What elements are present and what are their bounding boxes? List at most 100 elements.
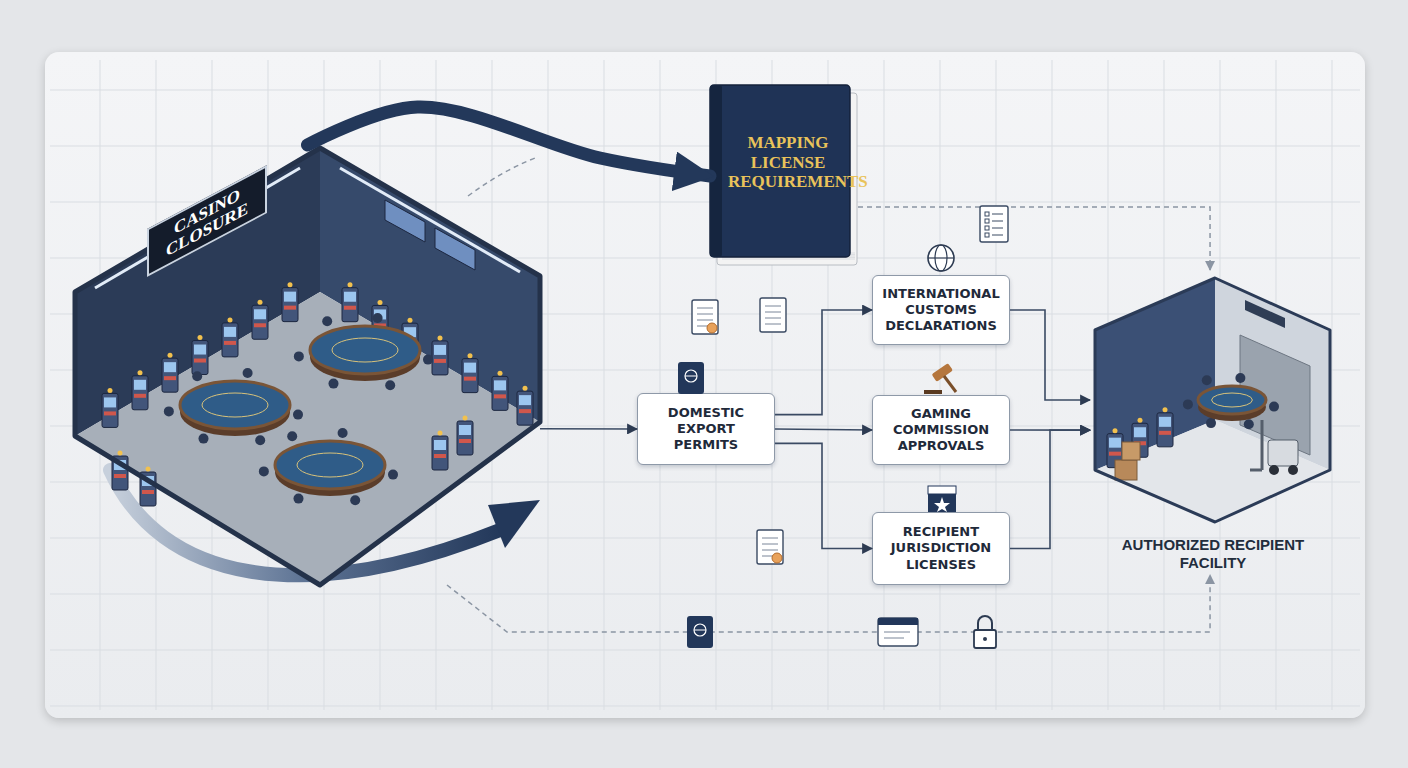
seal [772, 553, 782, 563]
flow-arrow [540, 428, 637, 430]
shackle [978, 616, 992, 630]
flag [928, 486, 956, 512]
chair [243, 368, 253, 378]
slot-machine [517, 386, 533, 426]
table-marking [1212, 393, 1253, 407]
cover [678, 362, 704, 394]
panel [434, 454, 446, 458]
panel [254, 323, 266, 327]
chair [199, 434, 209, 444]
top-light [523, 386, 528, 391]
grid-line [996, 60, 997, 710]
globe [694, 624, 706, 636]
chair [373, 313, 383, 323]
panel [104, 411, 116, 415]
chair [294, 351, 304, 361]
text-line [762, 544, 778, 545]
screen [494, 380, 506, 390]
table-top [1198, 386, 1266, 414]
cabinet [457, 421, 473, 455]
cabinet [192, 341, 208, 375]
book-cover [710, 85, 850, 257]
panel [142, 490, 154, 494]
shape-group [710, 85, 857, 265]
left-wall [75, 148, 320, 436]
chair [1206, 418, 1216, 428]
forklift-fork [1250, 469, 1262, 472]
screen [434, 345, 446, 355]
slot-machine [132, 370, 148, 410]
card-table [259, 428, 398, 505]
slot-machine [112, 451, 128, 491]
lock-icon [974, 616, 996, 648]
forklift [1250, 420, 1298, 475]
chair [329, 379, 339, 389]
flag-band [928, 486, 956, 494]
screen [194, 345, 206, 355]
wheel [1288, 465, 1298, 475]
cabinet [252, 305, 268, 339]
cabinet [222, 323, 238, 357]
top-light [1113, 428, 1118, 433]
text-line [697, 314, 713, 315]
sheet [692, 300, 718, 334]
star [934, 497, 950, 512]
box-label: GAMING COMMISSION APPROVALS [879, 406, 1003, 455]
page-line [722, 259, 855, 260]
chair [1202, 375, 1212, 385]
top-light [348, 282, 353, 287]
sheet [760, 298, 786, 332]
top-light [438, 431, 443, 436]
top-light [498, 371, 503, 376]
globe-line [694, 630, 706, 631]
wall-sign [1245, 300, 1285, 328]
chair [350, 495, 360, 505]
room-outline [75, 148, 540, 585]
equator [928, 257, 954, 258]
screen [134, 380, 146, 390]
screen [1159, 417, 1171, 427]
checkbox [985, 219, 989, 223]
wheel [1269, 465, 1279, 475]
chair [293, 410, 303, 420]
gavel-icon [924, 363, 956, 394]
chair [259, 466, 269, 476]
box-label: DOMESTIC EXPORT PERMITS [644, 405, 768, 454]
checklist-icon [980, 206, 1008, 242]
crate [1115, 460, 1137, 480]
flow-arrow [1010, 310, 1090, 400]
cabinet [517, 391, 533, 425]
cabinet [462, 359, 478, 393]
grid-line [50, 90, 1360, 91]
top-light [1138, 418, 1143, 423]
gavel-handle [944, 376, 956, 392]
top-light [146, 467, 151, 472]
text-line [884, 638, 904, 639]
chair [1244, 419, 1254, 429]
id-card-icon [878, 618, 918, 646]
chair [294, 494, 304, 504]
panel [164, 376, 176, 380]
box-label: INTERNATIONAL CUSTOMS DECLARATIONS [879, 286, 1003, 335]
chair [255, 435, 265, 445]
panel [519, 409, 531, 413]
chair [192, 371, 202, 381]
crate [1122, 442, 1140, 460]
chair [385, 380, 395, 390]
text-line [762, 538, 778, 539]
flow-arrow [775, 310, 872, 415]
dashed-connector [858, 207, 1210, 270]
grid-line [50, 594, 1360, 595]
process-box: INTERNATIONAL CUSTOMS DECLARATIONS [872, 275, 1010, 345]
passport-icon [678, 362, 704, 394]
card [878, 618, 918, 646]
chair [287, 431, 297, 441]
floor [75, 292, 540, 585]
card-table [164, 368, 303, 445]
forklift-body [1268, 440, 1298, 466]
card-band [878, 618, 918, 625]
light-strip [340, 168, 520, 272]
slot-machine [432, 335, 448, 375]
book-spine [710, 85, 722, 257]
flag-icon [928, 486, 956, 512]
